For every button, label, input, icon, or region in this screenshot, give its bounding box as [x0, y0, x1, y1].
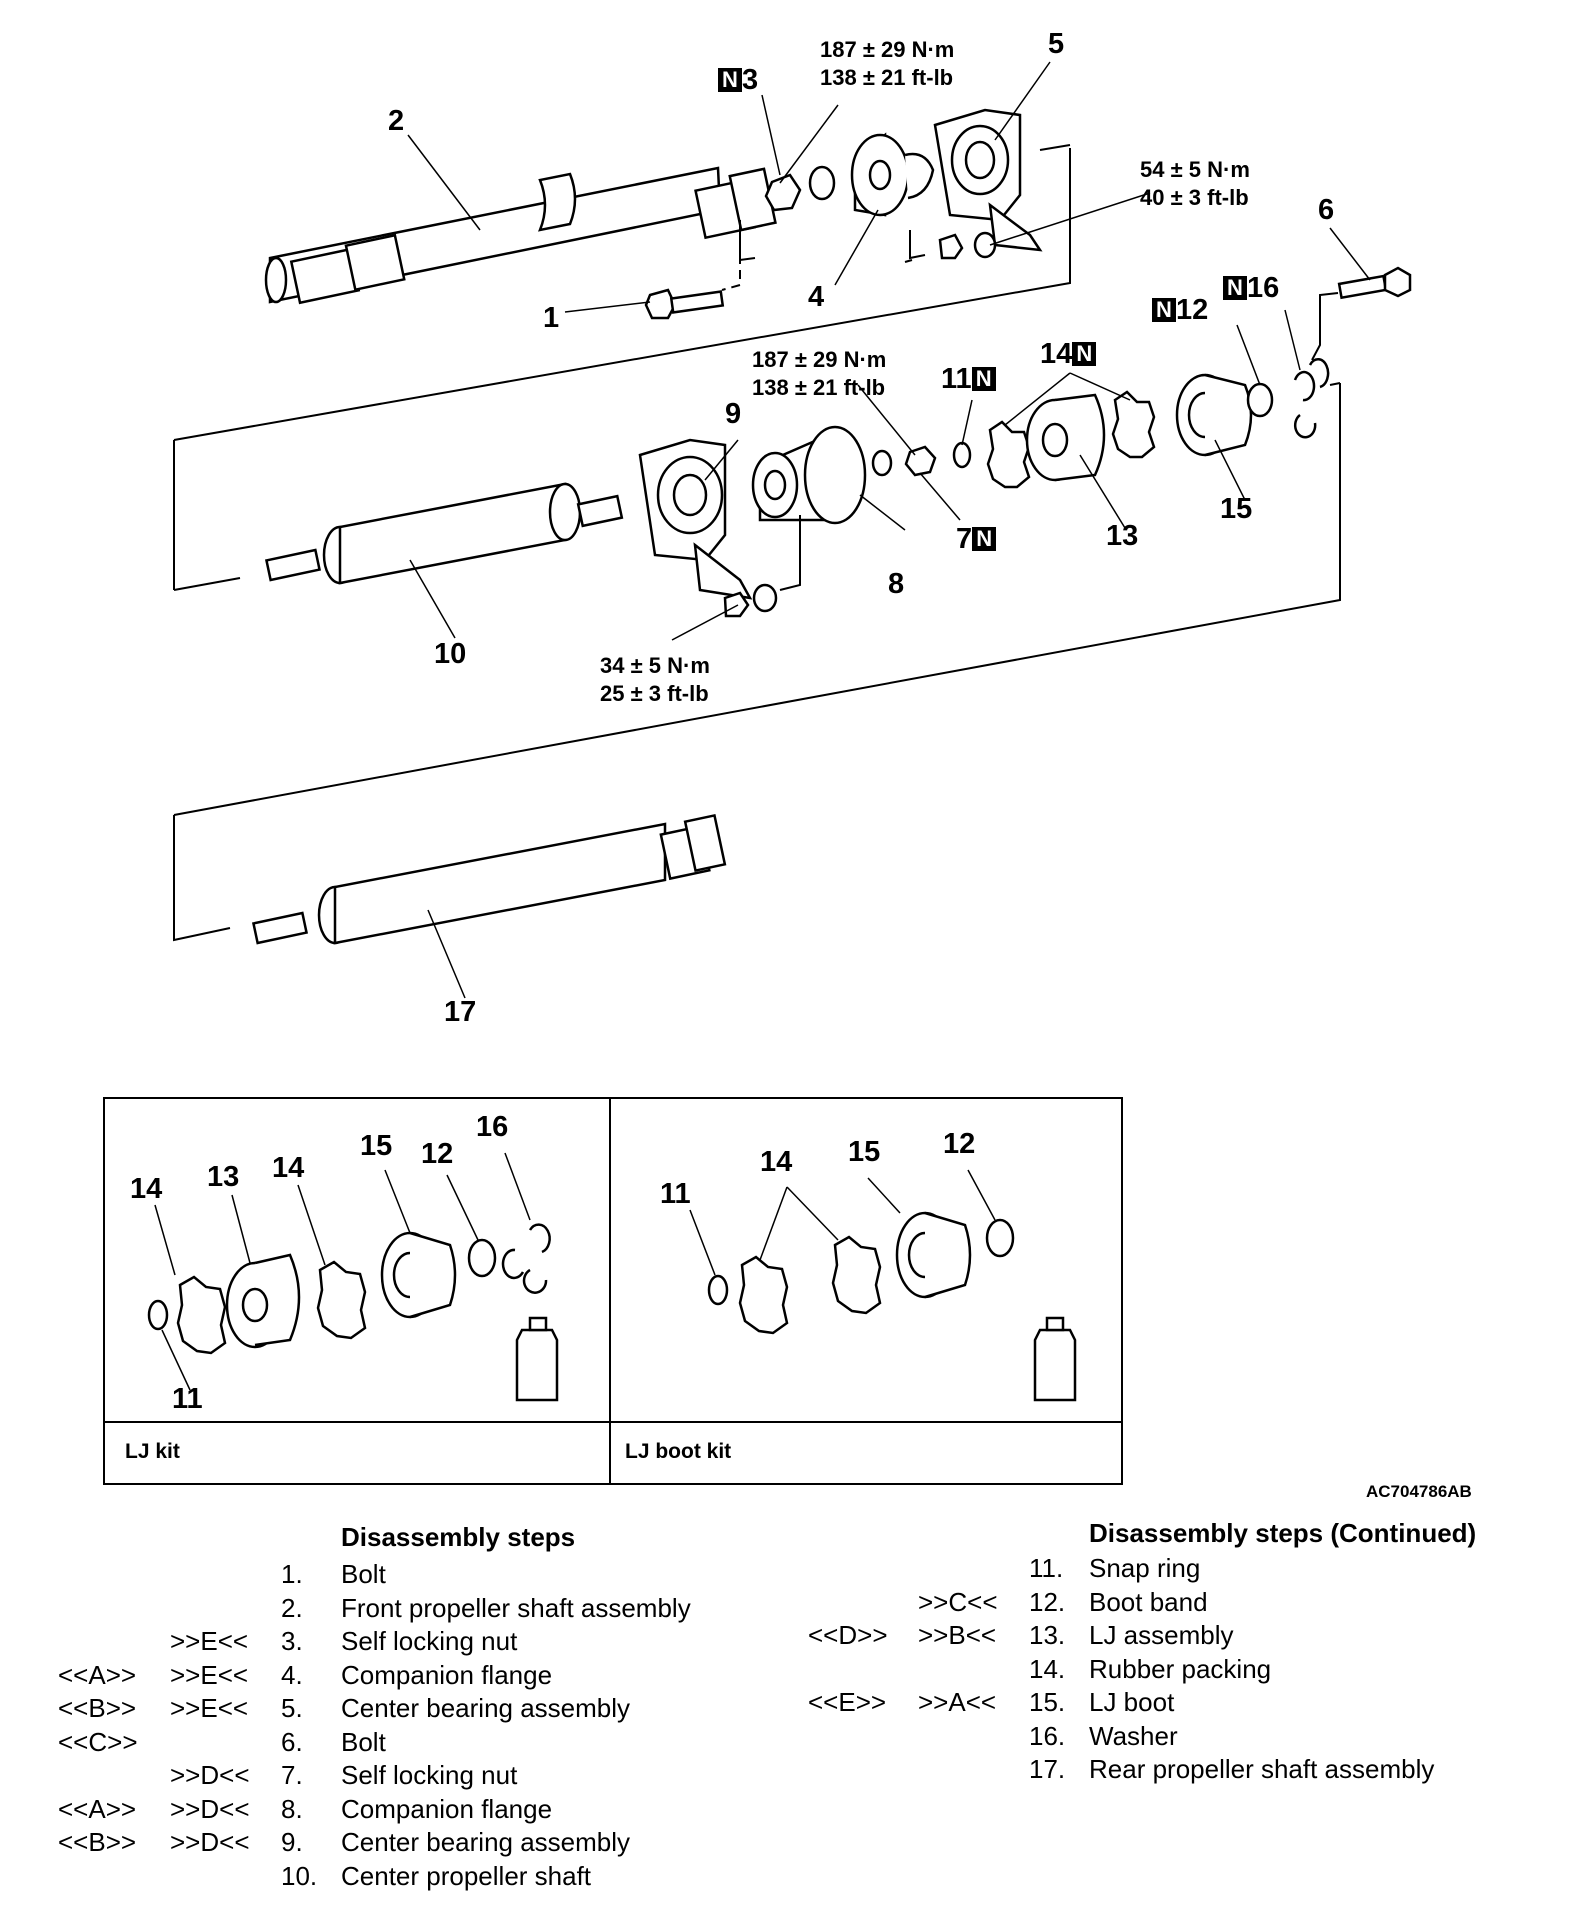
disassembly-steps-right: Disassembly steps (Continued) 11.Snap ri…	[780, 1518, 1580, 1798]
steps-right-title: Disassembly steps (Continued)	[1089, 1518, 1477, 1548]
lj-kit-label: LJ kit	[125, 1440, 180, 1463]
lj-kit-callout-14b: 14	[272, 1152, 305, 1184]
lj-kit-callout-14a: 14	[130, 1173, 163, 1205]
step-row: 17.Rear propeller shaft assembly	[1029, 1754, 1435, 1784]
callout-4: 4	[808, 281, 825, 313]
step-row: >>E<<3.Self locking nut	[170, 1626, 518, 1656]
self-locking-nut-7	[871, 445, 937, 477]
step-row: <<B>>>>E<<5.Center bearing assembly	[58, 1693, 631, 1723]
new-part-mark: N	[971, 367, 996, 391]
step-row: <<D>>>>B<<13.LJ assembly	[808, 1620, 1234, 1650]
callout-15: 15	[1220, 493, 1253, 525]
companion-flange-8	[751, 425, 867, 525]
center-bearing-5	[933, 108, 1043, 260]
step-row: 11.Snap ring	[1029, 1553, 1201, 1583]
rubber-packing-14b	[1111, 390, 1156, 459]
callout-6: 6	[1318, 194, 1335, 226]
frame-lines	[173, 144, 1341, 942]
new-part-mark: N	[1223, 276, 1247, 300]
step-row: 2.Front propeller shaft assembly	[281, 1592, 691, 1623]
kit-leader-lines	[154, 1152, 996, 1391]
lj-boot-15	[1175, 373, 1253, 457]
lj-boot-kit-callout-11: 11	[660, 1178, 691, 1210]
step-row: 16.Washer	[1029, 1720, 1178, 1751]
self-locking-nut-3	[764, 165, 836, 212]
lj-kit-callout-11: 11	[172, 1383, 203, 1415]
lj-boot-kit-parts	[707, 1211, 1077, 1402]
callout-17: 17	[444, 996, 477, 1028]
step-row: <<A>>>>E<<4.Companion flange	[58, 1659, 553, 1690]
step-row: 10.Center propeller shaft	[281, 1860, 592, 1891]
steps-left-title: Disassembly steps	[341, 1522, 576, 1552]
lj-boot-kit-callout-14: 14	[760, 1146, 793, 1178]
companion-flange-4	[850, 132, 935, 217]
leader-lines	[407, 61, 1371, 999]
step-row: <<E>>>>A<<15.LJ boot	[808, 1687, 1175, 1717]
lj-kit-callout-12: 12	[421, 1138, 454, 1170]
kit-boxes	[103, 1097, 1123, 1485]
step-row: >>C<<12.Boot band	[918, 1586, 1208, 1617]
washer-16	[1293, 358, 1330, 439]
lj-assembly-13	[1025, 393, 1106, 482]
rubber-packing-14a	[986, 420, 1031, 489]
bolt-1	[644, 288, 725, 320]
lj-boot-kit-callout-15: 15	[848, 1136, 881, 1168]
figure-code: AC704786AB	[1366, 1482, 1472, 1501]
lj-boot-kit-label: LJ boot kit	[625, 1440, 732, 1463]
new-part-mark: N	[1072, 342, 1097, 366]
step-row: <<A>>>>D<<8.Companion flange	[58, 1793, 553, 1824]
lj-boot-kit-callout-12: 12	[943, 1128, 976, 1160]
step-row: 1.Bolt	[281, 1559, 386, 1589]
callout-13: 13	[1106, 520, 1139, 552]
disassembly-steps-left: Disassembly steps 1.Bolt 2.Front propell…	[0, 1522, 760, 1892]
new-part-mark: N	[718, 68, 742, 92]
callout-9: 9	[725, 398, 742, 430]
lj-kit-parts	[147, 1223, 559, 1402]
lj-kit-callout-13: 13	[207, 1161, 240, 1193]
bolt-6	[1337, 266, 1412, 300]
new-part-mark: N	[972, 527, 997, 551]
callout-2: 2	[388, 105, 405, 137]
rear-propeller-shaft	[251, 813, 727, 945]
center-propeller-shaft	[264, 482, 624, 585]
snap-ring-11	[952, 441, 972, 469]
callout-5: 5	[1048, 28, 1065, 60]
new-part-mark: N	[1152, 298, 1176, 322]
front-propeller-shaft	[264, 166, 777, 305]
callout-1: 1	[543, 302, 560, 334]
callout-8: 8	[888, 568, 905, 600]
step-row: <<B>>>>D<<9.Center bearing assembly	[58, 1827, 631, 1857]
step-row: 14.Rubber packing	[1029, 1653, 1272, 1684]
step-row: <<C>>6.Bolt	[58, 1726, 386, 1757]
callout-10: 10	[434, 638, 467, 670]
center-bearing-9	[638, 438, 778, 618]
lj-kit-callout-15: 15	[360, 1130, 393, 1162]
lj-kit-callout-16: 16	[476, 1111, 509, 1143]
step-row: >>D<<7.Self locking nut	[170, 1760, 518, 1790]
boot-band-12	[1246, 382, 1274, 418]
